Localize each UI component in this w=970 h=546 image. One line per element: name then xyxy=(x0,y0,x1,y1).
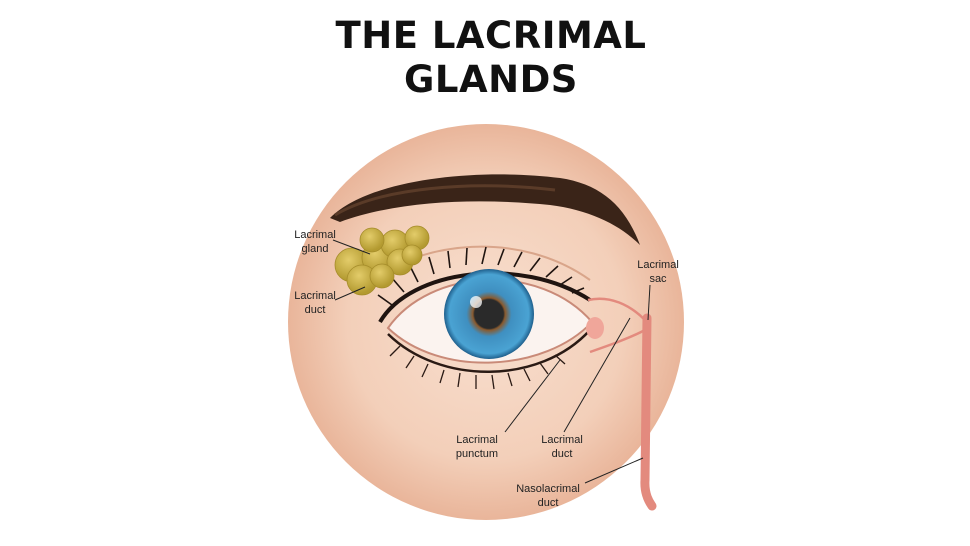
label-lacrimal-sac: Lacrimal sac xyxy=(628,258,688,286)
lower-eyelashes xyxy=(387,329,591,390)
nasolacrimal-duct-shape xyxy=(640,313,657,511)
label-lacrimal-duct-lower-line2: duct xyxy=(551,448,573,460)
label-nasolacrimal-duct-line1: Nasolacrimal xyxy=(516,483,580,495)
label-lacrimal-sac-line1: Lacrimal xyxy=(637,259,679,271)
label-lacrimal-gland: Lacrimal gland xyxy=(287,228,343,256)
label-lacrimal-gland-line1: Lacrimal xyxy=(294,229,336,241)
label-lacrimal-duct-upper-line1: Lacrimal xyxy=(294,290,336,302)
label-lacrimal-sac-line2: sac xyxy=(649,273,667,285)
label-lacrimal-duct-lower: Lacrimal duct xyxy=(532,433,592,461)
tear-ducts xyxy=(587,297,657,511)
label-nasolacrimal-duct-line2: duct xyxy=(537,497,559,509)
title-line-1: THE LACRIMAL xyxy=(335,14,647,57)
leader-lines xyxy=(332,239,651,484)
title-line-2: GLANDS xyxy=(404,58,578,101)
caruncle xyxy=(586,317,604,339)
label-lacrimal-punctum-line2: punctum xyxy=(455,448,499,460)
label-lacrimal-punctum-line1: Lacrimal xyxy=(456,434,498,446)
label-lacrimal-duct-upper-line2: duct xyxy=(304,304,326,316)
label-nasolacrimal-duct: Nasolacrimal duct xyxy=(510,482,586,510)
page-title: THE LACRIMAL GLANDS xyxy=(0,14,970,102)
label-lacrimal-duct-lower-line1: Lacrimal xyxy=(541,434,583,446)
label-lacrimal-gland-line2: gland xyxy=(301,243,329,255)
lacrimal-gland-shape xyxy=(334,225,430,296)
label-lacrimal-duct-upper: Lacrimal duct xyxy=(287,289,343,317)
label-lacrimal-punctum: Lacrimal punctum xyxy=(447,433,507,461)
iris xyxy=(444,269,534,359)
